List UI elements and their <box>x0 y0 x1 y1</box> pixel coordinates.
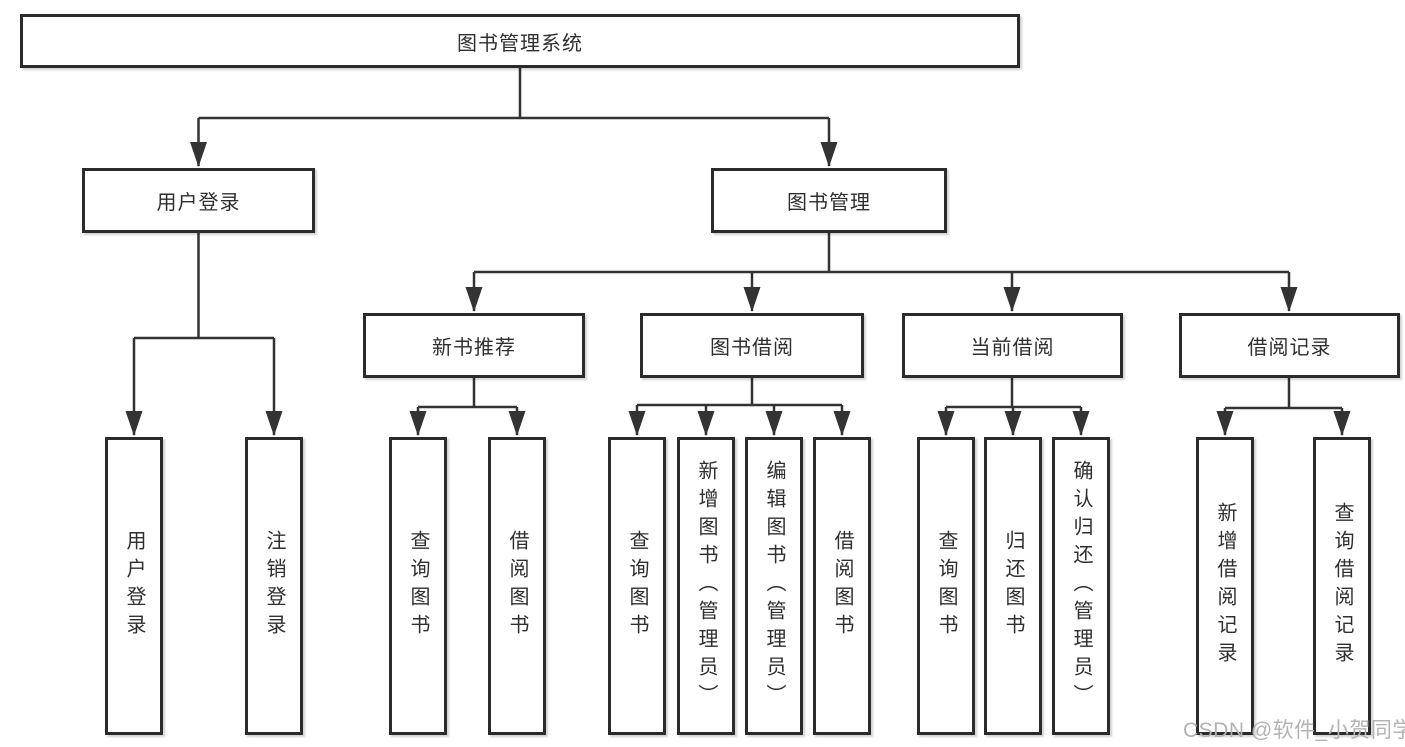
node-label: 新增借阅记录 <box>1214 502 1236 670</box>
node-label: 图书借阅 <box>710 337 794 359</box>
leaf-query-books-3: 查询图书 <box>917 437 975 735</box>
node-book-borrowing: 图书借阅 <box>640 313 864 378</box>
node-label: 用户登录 <box>156 192 241 214</box>
leaf-borrow-books: 借阅图书 <box>488 437 546 735</box>
node-label: 当前借阅 <box>970 337 1055 359</box>
leaf-query-books: 查询图书 <box>389 437 447 735</box>
node-root-library-management-system: 图书管理系统 <box>20 14 1020 68</box>
node-label: 查询图书 <box>626 530 648 642</box>
node-label: 用户登录 <box>123 530 145 642</box>
node-label: 新增图书（管理员） <box>695 460 717 712</box>
leaf-user-login: 用户登录 <box>105 437 163 735</box>
leaf-return-book: 归还图书 <box>984 437 1042 735</box>
leaf-add-book-admin: 新增图书（管理员） <box>677 437 735 735</box>
node-label: 图书管理系统 <box>457 32 583 55</box>
leaf-confirm-return-admin: 确认归还（管理员） <box>1052 437 1110 735</box>
node-label: 借阅图书 <box>506 530 528 642</box>
leaf-add-borrow-record: 新增借阅记录 <box>1196 437 1254 735</box>
leaf-query-borrow-record: 查询借阅记录 <box>1313 437 1371 735</box>
node-new-book-recommendation: 新书推荐 <box>363 313 585 378</box>
node-label: 查询借阅记录 <box>1331 502 1353 670</box>
node-label: 查询图书 <box>407 530 429 642</box>
leaf-edit-book-admin: 编辑图书（管理员） <box>745 437 803 735</box>
node-book-management: 图书管理 <box>711 168 947 233</box>
node-label: 编辑图书（管理员） <box>763 460 785 712</box>
leaf-logout: 注销登录 <box>245 437 303 735</box>
node-label: 确认归还（管理员） <box>1070 460 1092 712</box>
node-label: 查询图书 <box>935 530 957 642</box>
node-label: 归还图书 <box>1002 530 1024 642</box>
csdn-watermark: CSDN @软件_小贺同学 <box>1183 719 1405 742</box>
node-label: 借阅图书 <box>831 530 853 642</box>
node-current-borrowing: 当前借阅 <box>902 313 1123 378</box>
node-borrowing-records: 借阅记录 <box>1179 313 1400 378</box>
leaf-query-books-2: 查询图书 <box>608 437 666 735</box>
node-user-login: 用户登录 <box>82 168 315 233</box>
leaf-borrow-books-2: 借阅图书 <box>813 437 871 735</box>
node-label: 图书管理 <box>787 192 871 214</box>
node-label: 借阅记录 <box>1247 337 1332 359</box>
node-label: 新书推荐 <box>432 337 516 359</box>
node-label: 注销登录 <box>263 530 285 642</box>
